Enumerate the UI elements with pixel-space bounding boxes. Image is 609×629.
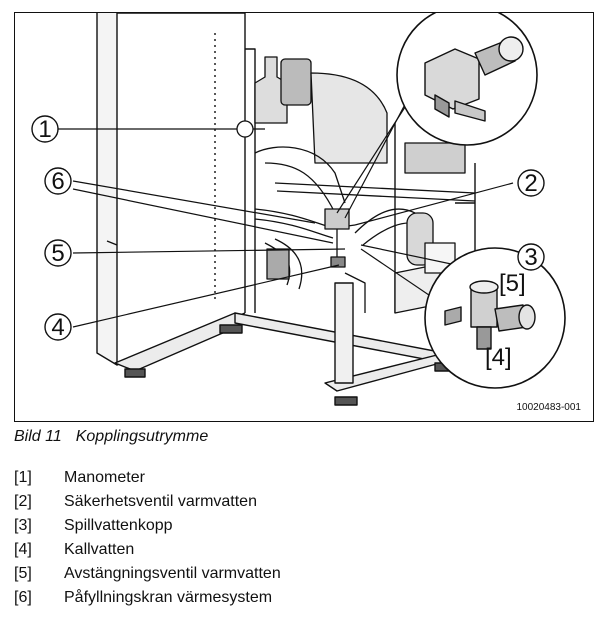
legend-item: [6] Påfyllningskran värmesystem xyxy=(14,586,281,610)
legend-num: [2] xyxy=(14,493,32,510)
callout-2: 2 xyxy=(524,170,537,197)
legend-text: Spillvattenkopp xyxy=(64,517,173,534)
callout-5: 5 xyxy=(51,240,64,267)
legend-text: Påfyllningskran värmesystem xyxy=(64,589,273,606)
legend-item: [3] Spillvattenkopp xyxy=(14,514,281,538)
legend-text: Säkerhetsventil varmvatten xyxy=(64,493,257,510)
callout-4: 4 xyxy=(51,314,64,341)
legend-list: [1] Manometer [2] Säkerhetsventil varmvatt… xyxy=(14,466,281,610)
legend-item: [4] Kallvatten xyxy=(14,538,281,562)
zoom-inset-top xyxy=(396,13,538,146)
figure-doc-id: 10020483-001 xyxy=(516,402,581,413)
technical-illustration: 1 6 5 4 2 3 [5] [4] xyxy=(31,13,566,406)
zoom-inset-bottom xyxy=(424,247,566,389)
callout-6: 6 xyxy=(51,168,64,195)
legend-num: [5] xyxy=(14,565,32,582)
inset-label-4: [4] xyxy=(485,344,512,371)
legend-num: [4] xyxy=(14,541,32,558)
legend-item: [5] Avstängningsventil varmvatten xyxy=(14,562,281,586)
callout-3: 3 xyxy=(524,244,537,271)
callout-circles xyxy=(31,115,545,341)
caption-title: Kopplingsutrymme xyxy=(75,428,209,445)
callout-1: 1 xyxy=(38,116,51,143)
figure-caption: Bild 11 Kopplingsutrymme xyxy=(14,428,208,446)
legend-text: Avstängningsventil varmvatten xyxy=(64,565,281,582)
legend-text: Kallvatten xyxy=(64,541,135,558)
legend-num: [1] xyxy=(14,469,32,486)
legend-num: [3] xyxy=(14,517,32,534)
caption-number: Bild 11 xyxy=(14,428,62,445)
legend-text: Manometer xyxy=(64,469,145,486)
legend-num: [6] xyxy=(14,589,32,606)
inset-label-5: [5] xyxy=(499,270,526,297)
figure-frame: 1 6 5 4 2 3 [5] [4] 10020483-001 xyxy=(14,12,594,422)
legend-item: [2] Säkerhetsventil varmvatten xyxy=(14,490,281,514)
legend-item: [1] Manometer xyxy=(14,466,281,490)
